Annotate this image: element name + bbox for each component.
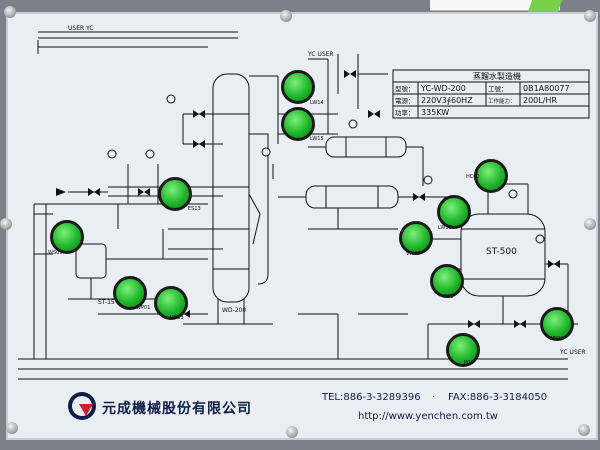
indicator-light-lw14[interactable]	[281, 70, 315, 104]
tape-strip	[430, 0, 560, 11]
spec-value-capacity: 200L/HR	[523, 96, 557, 105]
spec-value-model: YC-WD-200	[420, 84, 466, 93]
label-user-yc-top: USER YC	[68, 25, 94, 32]
indicator-light-lw16[interactable]	[437, 195, 471, 229]
label-st500: ST-500	[486, 247, 517, 257]
spec-title: 蒸餾水製造機	[473, 71, 521, 81]
spec-label-job: 工號：	[488, 84, 508, 93]
contact-separator: ‧	[432, 392, 436, 403]
label-yc-user-mid: YC USER	[307, 51, 334, 58]
company-fax: FAX:886-3-3184050	[448, 392, 548, 403]
indicator-label-lw14: LW14	[310, 100, 324, 106]
panel-screw	[280, 10, 292, 22]
indicator-light-p01[interactable]	[430, 264, 464, 298]
spec-label-model: 型號：	[395, 84, 415, 93]
label-st15: ST-15	[98, 299, 115, 306]
indicator-light-hc02[interactable]	[474, 159, 508, 193]
spec-value-job: 0B1A80077	[523, 84, 570, 93]
spec-label-power: 電源：	[395, 96, 415, 105]
indicator-label-wp02: WP02	[549, 336, 564, 342]
panel-screw	[584, 10, 596, 22]
panel-screw	[0, 218, 12, 230]
company-name: 元成機械股份有限公司	[102, 401, 252, 417]
spec-label-wattage: 功率：	[395, 108, 415, 117]
label-wd200: WD-200	[222, 307, 246, 314]
company-logo	[68, 392, 96, 420]
indicator-label-lw15: LW15	[310, 136, 324, 142]
indicator-light-es13[interactable]	[158, 177, 192, 211]
indicator-label-vw07: VW07	[406, 251, 421, 257]
indicator-label-ws03: WS03	[48, 250, 63, 256]
indicator-light-wp02[interactable]	[540, 307, 574, 341]
spec-value-power: 220V3∮60HZ	[421, 96, 473, 105]
indicator-label-lw13: LW13	[170, 315, 184, 321]
indicator-label-hc02: HC02	[466, 174, 480, 180]
panel-screw	[578, 424, 590, 436]
label-yc-user-bottom: YC USER	[559, 349, 586, 356]
indicator-light-wp01[interactable]	[113, 276, 147, 310]
indicator-label-lw16: LW16	[438, 225, 452, 231]
indicator-light-p02[interactable]	[446, 333, 480, 367]
spec-table-frame	[392, 69, 590, 119]
panel-screw	[286, 426, 298, 438]
indicator-light-vw07[interactable]	[399, 221, 433, 255]
mimic-diagram-panel: 蒸餾水製造機 型號： YC-WD-200 工號： 0B1A80077 電源： 2…	[6, 12, 598, 440]
spec-value-wattage: 335KW	[421, 108, 449, 117]
company-tel: TEL:886-3-3289396	[322, 392, 421, 403]
panel-screw	[6, 422, 18, 434]
tape-green-marker	[527, 0, 563, 12]
indicator-light-lw15[interactable]	[281, 107, 315, 141]
indicator-label-p02: P02	[464, 360, 474, 366]
indicator-light-lw13[interactable]	[154, 286, 188, 320]
spec-label-capacity: 工作能力：	[488, 97, 516, 105]
panel-screw	[4, 6, 16, 18]
company-url: http://www.yenchen.com.tw	[358, 411, 498, 422]
indicator-light-ws03[interactable]	[50, 220, 84, 254]
panel-screw	[584, 218, 596, 230]
indicator-label-es13: ES13	[188, 206, 201, 212]
indicator-label-wp01: WP01	[136, 305, 151, 311]
indicator-label-p01: P01	[444, 294, 454, 300]
process-flow-diagram: 蒸餾水製造機 型號： YC-WD-200 工號： 0B1A80077 電源： 2…	[18, 25, 590, 380]
